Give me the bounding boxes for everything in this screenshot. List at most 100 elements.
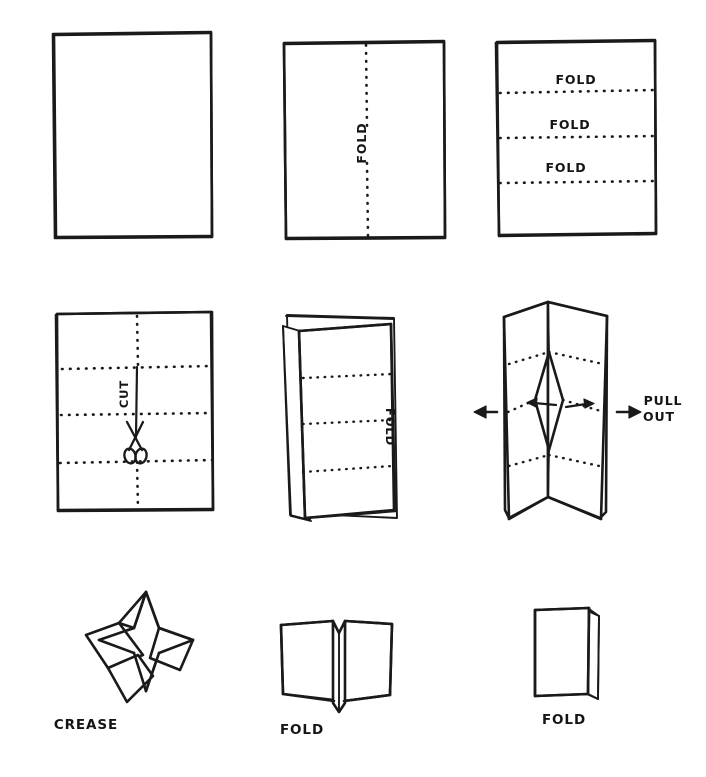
- front-panel-bottom: [303, 509, 397, 520]
- front-face-right: [586, 606, 591, 696]
- fold-line-3-right: [547, 453, 606, 469]
- front-face-bottom: [533, 692, 590, 698]
- step-8-fold-open-book: FOLD: [279, 619, 394, 738]
- fold-label: FOLD: [542, 712, 586, 728]
- step-1-blank-sheet: [51, 30, 214, 240]
- left-page-top: [279, 619, 335, 627]
- fold-line-1-left: [507, 350, 551, 366]
- fold-line-1: [301, 372, 394, 380]
- cut-line: [134, 365, 139, 439]
- star-point-top-right: [144, 590, 161, 630]
- left-wing: [502, 300, 550, 520]
- left-wing-top: [502, 300, 550, 319]
- star-point-right-lower: [157, 638, 195, 655]
- front-face-top: [533, 606, 591, 612]
- paper-edge-bottom: [284, 235, 447, 240]
- left-wing-outer: [502, 315, 511, 521]
- step-2-vertical-fold: FOLD: [282, 39, 447, 241]
- fold-line-vertical: [390, 372, 396, 468]
- step-3-horizontal-folds: FOLD FOLD FOLD: [494, 38, 658, 238]
- star-point-left-lower: [97, 638, 136, 655]
- back-sheet-bottom: [586, 693, 599, 700]
- star-point-top-left: [132, 590, 148, 630]
- star-point-left-upper: [97, 626, 136, 642]
- right-wing-outer: [599, 314, 609, 521]
- arrow-head: [526, 397, 538, 408]
- paper-edge-left: [282, 42, 288, 240]
- fold-line-2-left: [506, 398, 537, 414]
- arrow-left-small-icon: [526, 397, 558, 408]
- arrow-head: [628, 405, 642, 419]
- paper-edge-bottom: [497, 231, 658, 237]
- paper-edge-bottom: [56, 507, 215, 512]
- paper-outline: [55, 310, 215, 513]
- fold-line-vertical-lower: [135, 460, 140, 511]
- fold-line-1: [498, 88, 656, 95]
- paper-edge-right: [209, 310, 215, 511]
- paper-edge-left: [52, 34, 58, 239]
- right-wing-top: [546, 300, 609, 318]
- spine-outer-edge: [282, 325, 292, 517]
- cut-label: CUT: [117, 380, 131, 408]
- paper-edge-top: [52, 31, 212, 37]
- right-page-bottom: [342, 693, 392, 703]
- center-spine-lower: [547, 449, 550, 498]
- flap-lower-left: [106, 653, 155, 704]
- right-page: [342, 619, 394, 703]
- arrow-right-small-icon: [564, 398, 595, 409]
- star-point-bottom-right: [144, 651, 161, 693]
- fold-label-vertical: FOLD: [383, 408, 397, 446]
- paper-edge-right: [653, 39, 658, 235]
- paper-edge-bottom: [54, 234, 214, 239]
- right-wing-bottom: [546, 495, 603, 521]
- paper-edge-top: [494, 39, 657, 45]
- paper-edge-left: [494, 41, 501, 237]
- out-label: OUT: [643, 409, 675, 424]
- scissors-blade-right: [127, 420, 145, 452]
- diamond-slit: [533, 350, 565, 452]
- fold-line-1-right: [547, 350, 605, 366]
- paper-edge-top: [282, 40, 445, 46]
- center-spine-upper: [547, 301, 550, 353]
- fold-line-3: [301, 464, 394, 474]
- fold-line-2: [59, 411, 214, 417]
- fold-line-2-right: [561, 398, 606, 414]
- back-sheet-top: [588, 608, 600, 617]
- step-7-crease-star: CREASE: [54, 590, 195, 733]
- arrow-left-icon: [473, 405, 499, 419]
- right-page-top: [343, 619, 394, 626]
- step-9-fold-closed-booklet: FOLD: [533, 606, 600, 728]
- paper-edge-left: [54, 313, 60, 512]
- spine-bottom-edge: [290, 515, 312, 522]
- crease-label: CREASE: [54, 717, 118, 733]
- scissors-loop-right: [134, 447, 148, 465]
- star-point-bottom-left: [132, 651, 148, 693]
- left-page-bottom: [281, 692, 336, 703]
- scissors-icon: [123, 420, 148, 465]
- fold-line-2: [498, 134, 657, 140]
- paper-edge-top: [55, 310, 213, 316]
- paper-outline: [51, 30, 214, 240]
- left-page-outer: [279, 623, 285, 696]
- arrow-head: [583, 398, 595, 409]
- front-panel-top: [297, 322, 393, 333]
- arrow-shaft: [532, 401, 558, 407]
- fold-line-vertical-upper: [135, 314, 140, 368]
- front-face: [533, 606, 591, 698]
- fold-label: FOLD: [280, 722, 324, 738]
- left-page: [279, 619, 336, 702]
- fold-line-3-left: [507, 453, 551, 468]
- step-6-pull-out: PULL OUT: [473, 300, 682, 521]
- back-sheet-outer: [597, 615, 600, 700]
- paper-edge-right: [209, 31, 214, 238]
- fold-label-1: FOLD: [555, 72, 596, 87]
- right-page-outer: [388, 622, 394, 697]
- back-edge-top: [285, 315, 395, 320]
- fold-line-2: [301, 418, 394, 426]
- paper-edge-right: [442, 40, 447, 239]
- arrow-shaft: [564, 402, 588, 409]
- arrow-head: [473, 405, 487, 419]
- fold-line-vertical-upper: [364, 43, 369, 128]
